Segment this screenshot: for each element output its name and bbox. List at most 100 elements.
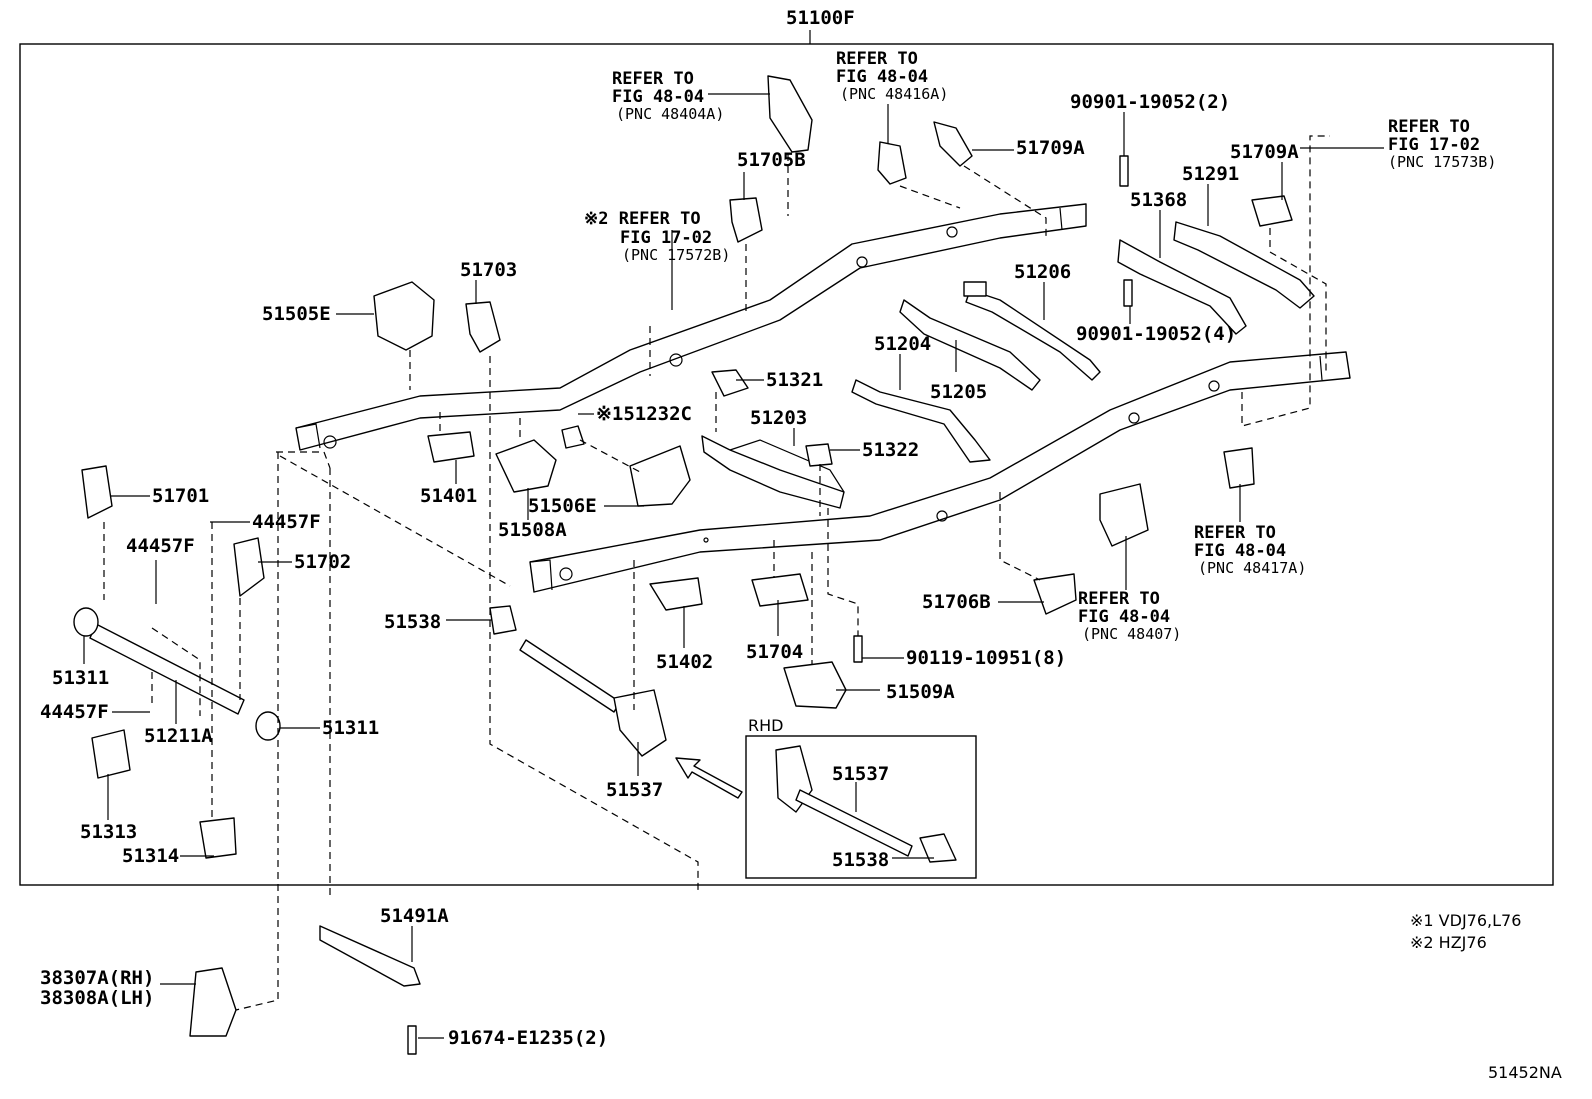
part-label-90901-2[interactable]: 90901-19052(2) <box>1070 91 1230 113</box>
part-label-51705B[interactable]: 51705B <box>737 149 806 171</box>
refer-line1: REFER TO <box>612 69 694 89</box>
bar-51491A[interactable] <box>319 925 421 987</box>
part-label-51322[interactable]: 51322 <box>862 439 919 461</box>
part-label-51204[interactable]: 51204 <box>874 333 931 355</box>
bracket-51709A-upper[interactable] <box>933 121 973 167</box>
bracket-51702[interactable] <box>233 537 265 597</box>
part-label-51537[interactable]: 51537 <box>606 779 663 801</box>
refer-pnc: (PNC 48404A) <box>616 105 724 123</box>
part-label-51505E[interactable]: 51505E <box>262 303 331 325</box>
bracket-48404A[interactable] <box>767 75 813 153</box>
part-label-91674[interactable]: 91674-E1235(2) <box>448 1027 608 1049</box>
part-label-51211A[interactable]: 51211A <box>144 725 213 747</box>
part-label-51538-rhd[interactable]: 51538 <box>832 849 889 871</box>
part-label-51203[interactable]: 51203 <box>750 407 807 429</box>
part-label-51314[interactable]: 51314 <box>122 845 179 867</box>
crossmember-51291[interactable] <box>1173 221 1315 309</box>
bracket-48407[interactable] <box>1099 483 1149 547</box>
bracket-51506E[interactable] <box>629 445 691 507</box>
part-label-51491A[interactable]: 51491A <box>380 905 449 927</box>
part-label-51321[interactable]: 51321 <box>766 369 823 391</box>
refer-line2: FIG 17-02 <box>620 228 712 248</box>
part-label-51506E[interactable]: 51506E <box>528 495 597 517</box>
part-label-51311-left[interactable]: 51311 <box>52 667 109 689</box>
bracket-51402[interactable] <box>649 577 703 611</box>
part-label-51703[interactable]: 51703 <box>460 259 517 281</box>
part-label-51313[interactable]: 51313 <box>80 821 137 843</box>
bracket-51232C[interactable] <box>561 425 585 449</box>
crossmember-51368[interactable] <box>1117 239 1247 335</box>
part-label-51709A-upper[interactable]: 51709A <box>1016 137 1085 159</box>
rhd-inset: RHD <box>745 716 977 879</box>
bolt-90901-upper[interactable] <box>1119 155 1129 187</box>
refer-pnc: (PNC 17572B) <box>622 246 730 264</box>
part-label-51702[interactable]: 51702 <box>294 551 351 573</box>
bushing-51311-left[interactable] <box>73 607 99 637</box>
bracket-51313[interactable] <box>91 729 131 779</box>
bushing-51311-right[interactable] <box>255 711 281 741</box>
bolt-90119[interactable] <box>853 635 863 663</box>
refer-48407[interactable]: REFER TO FIG 48-04 (PNC 48407) <box>1078 589 1181 643</box>
part-label-38307A[interactable]: 38307A(RH) <box>40 967 154 989</box>
part-label-51701[interactable]: 51701 <box>152 485 209 507</box>
refer-48404A[interactable]: REFER TO FIG 48-04 (PNC 48404A) <box>612 69 724 123</box>
bracket-51321[interactable] <box>711 369 749 397</box>
assembly-frame-box <box>19 43 1554 886</box>
bracket-51703[interactable] <box>465 301 501 353</box>
part-label-51402[interactable]: 51402 <box>656 651 713 673</box>
main-part-label[interactable]: 51100F <box>786 7 855 29</box>
bolt-91674[interactable] <box>407 1025 417 1055</box>
refer-line2: FIG 48-04 <box>836 67 928 87</box>
refer-17573B[interactable]: REFER TO FIG 17-02 (PNC 17573B) <box>1388 117 1496 171</box>
refer-line1: REFER TO <box>1388 117 1470 137</box>
bracket-51709A-rear[interactable] <box>1251 195 1293 227</box>
bracket-51509A[interactable] <box>783 661 847 709</box>
part-label-51232C[interactable]: ※151232C <box>596 403 692 425</box>
refer-48416A[interactable]: REFER TO FIG 48-04 (PNC 48416A) <box>836 49 948 103</box>
bar-51537[interactable] <box>519 639 667 757</box>
bracket-51701[interactable] <box>81 465 113 519</box>
part-label-51706B[interactable]: 51706B <box>922 591 991 613</box>
bracket-51704[interactable] <box>751 573 809 607</box>
part-label-38308A[interactable]: 38308A(LH) <box>40 987 154 1009</box>
part-label-51291[interactable]: 51291 <box>1182 163 1239 185</box>
part-label-90119[interactable]: 90119-10951(8) <box>906 647 1066 669</box>
bracket-51705B[interactable] <box>729 197 763 243</box>
rhd-label: RHD <box>748 716 783 735</box>
bracket-51538[interactable] <box>489 605 517 635</box>
part-label-51311-right[interactable]: 51311 <box>322 717 379 739</box>
bracket-38307A[interactable] <box>189 967 237 1037</box>
refer-17572B[interactable]: ※2 REFER TO FIG 17-02 (PNC 17572B) <box>584 209 730 264</box>
note-2: ※2 HZJ76 <box>1410 933 1487 952</box>
footer-code: 51452NA <box>1488 1063 1562 1082</box>
part-label-51704[interactable]: 51704 <box>746 641 803 663</box>
part-label-51206[interactable]: 51206 <box>1014 261 1071 283</box>
part-label-90901-4[interactable]: 90901-19052(4) <box>1076 323 1236 345</box>
bracket-51706B[interactable] <box>1033 573 1077 615</box>
part-label-44457F-lower[interactable]: 44457F <box>40 701 109 723</box>
part-label-51709A-rear[interactable]: 51709A <box>1230 141 1299 163</box>
crossmember-51204[interactable] <box>851 379 991 463</box>
bracket-48417A[interactable] <box>1223 447 1255 489</box>
bracket-51314[interactable] <box>199 817 237 859</box>
bracket-48416A[interactable] <box>877 141 907 185</box>
part-label-51205[interactable]: 51205 <box>930 381 987 403</box>
crossmember-51203[interactable] <box>701 435 845 509</box>
bracket-51401[interactable] <box>427 431 475 463</box>
part-label-51401[interactable]: 51401 <box>420 485 477 507</box>
part-label-51508A[interactable]: 51508A <box>498 519 567 541</box>
part-label-51537-rhd[interactable]: 51537 <box>832 763 889 785</box>
part-label-51538[interactable]: 51538 <box>384 611 441 633</box>
refer-48417A[interactable]: REFER TO FIG 48-04 (PNC 48417A) <box>1194 523 1306 577</box>
bracket-51322[interactable] <box>805 443 833 467</box>
part-label-51368[interactable]: 51368 <box>1130 189 1187 211</box>
crossmember-51205[interactable] <box>899 299 1041 391</box>
part-label-51509A[interactable]: 51509A <box>886 681 955 703</box>
part-label-44457F-upper[interactable]: 44457F <box>252 511 321 533</box>
bracket-51508A[interactable] <box>495 439 557 493</box>
crossmember-51206[interactable] <box>963 281 1101 381</box>
leader-lines <box>83 93 1384 1039</box>
bracket-51505E[interactable] <box>373 281 435 351</box>
bolt-90901-lower[interactable] <box>1123 279 1133 307</box>
part-label-44457F-mid[interactable]: 44457F <box>126 535 195 557</box>
